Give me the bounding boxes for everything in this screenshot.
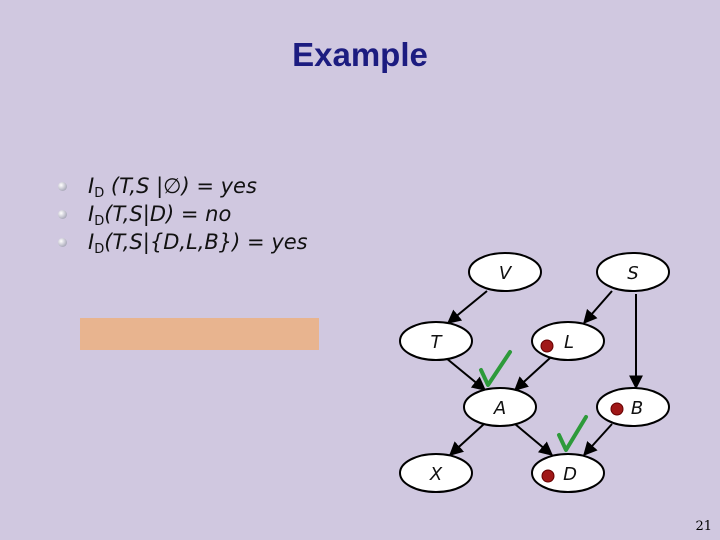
bullet-item: ID (T,S |∅) = yes (52, 172, 308, 201)
node-label: A (493, 398, 506, 419)
edge-v-t (446, 290, 488, 324)
edge-s-l (583, 290, 613, 325)
observed-marker-icon (610, 402, 624, 416)
edge-t-a (445, 357, 487, 391)
bullet-item: ID(T,S|{D,L,B}) = yes (52, 228, 308, 257)
slide-title: Example (292, 36, 428, 73)
bullet-icon (58, 238, 67, 247)
node-d: D (531, 453, 605, 493)
highlight-box (80, 318, 319, 350)
node-label: B (631, 398, 643, 419)
edge-l-a (513, 357, 551, 391)
bullet-item: ID(T,S|D) = no (52, 200, 308, 229)
bullet-prefix: I (88, 230, 95, 254)
node-t: T (399, 321, 473, 361)
bullet-subscript: D (94, 186, 105, 201)
bullet-text: (T,S |∅) = yes (104, 174, 257, 198)
node-l: L (531, 321, 605, 361)
observed-marker-icon (540, 339, 554, 353)
edge-a-d (514, 423, 554, 456)
edge-a-x (448, 423, 485, 456)
node-label: L (564, 332, 574, 353)
bullet-subscript: D (94, 214, 105, 229)
page-number: 21 (695, 519, 712, 534)
node-s: S (596, 252, 670, 292)
node-label: T (431, 332, 444, 353)
node-label: D (563, 464, 577, 485)
check-icon (479, 350, 512, 387)
node-b: B (596, 387, 670, 427)
bullet-subscript: D (94, 242, 105, 257)
bullet-prefix: I (88, 174, 95, 198)
edge-b-d (583, 423, 613, 457)
node-x: X (399, 453, 473, 493)
node-a: A (463, 387, 537, 427)
node-label: S (627, 263, 638, 284)
check-icon (557, 415, 588, 452)
observed-marker-icon (541, 469, 555, 483)
bullet-text: (T,S|{D,L,B}) = yes (104, 230, 308, 254)
bullet-prefix: I (88, 202, 95, 226)
node-label: X (429, 464, 443, 485)
bullet-list: ID (T,S |∅) = yes ID(T,S|D) = no ID(T,S|… (52, 172, 308, 257)
node-v: V (468, 252, 542, 292)
bullet-icon (58, 182, 67, 191)
bullet-icon (58, 210, 67, 219)
node-label: V (499, 263, 513, 284)
bullet-text: (T,S|D) = no (104, 202, 232, 226)
